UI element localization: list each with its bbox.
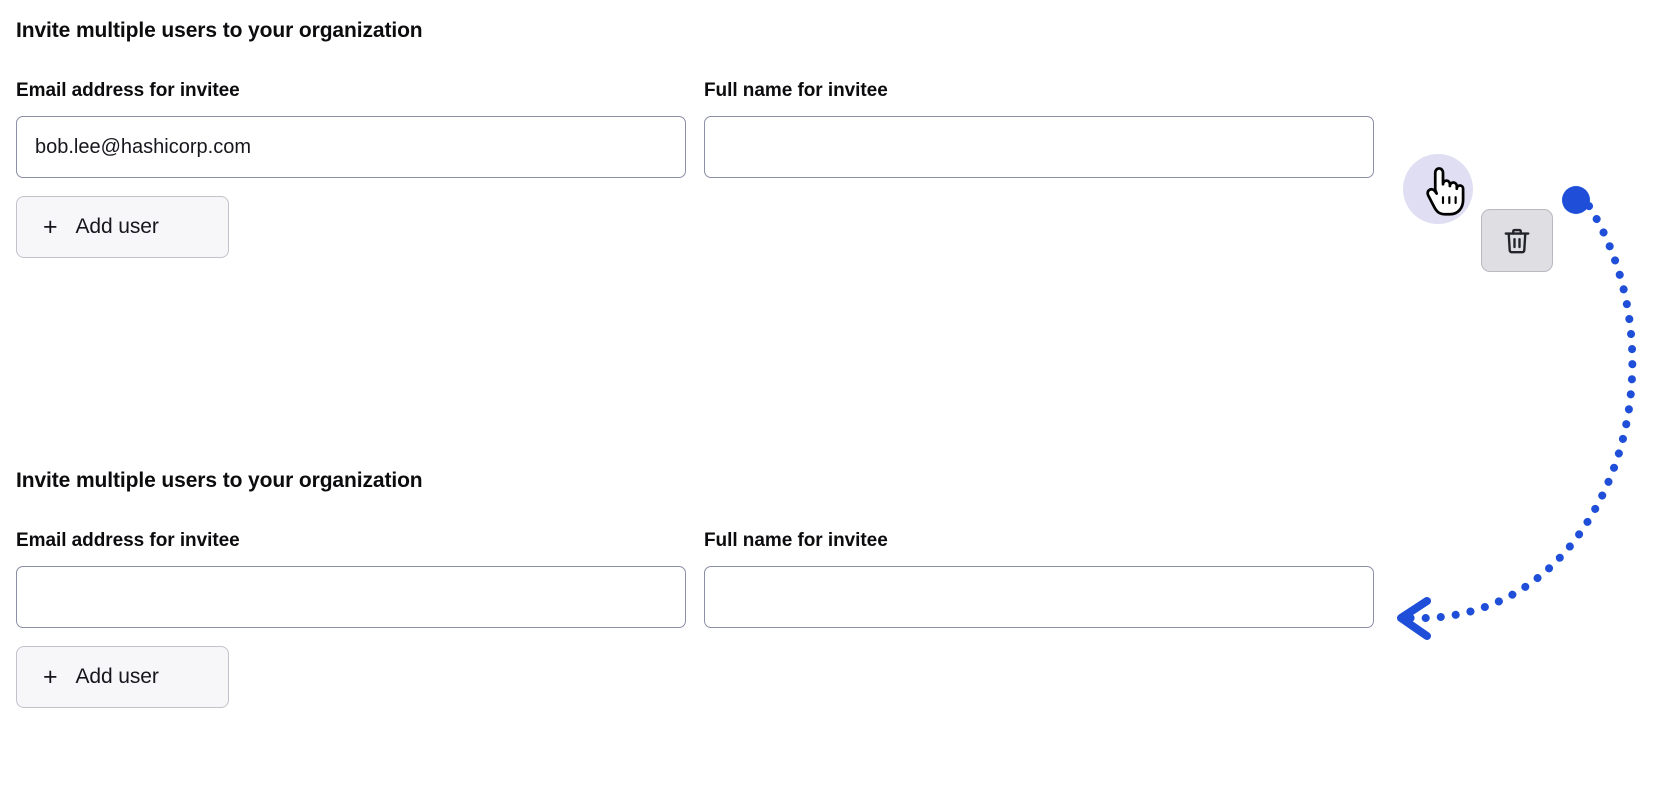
add-user-label-bottom: Add user	[75, 665, 159, 688]
email-input[interactable]	[16, 116, 686, 178]
add-user-label: Add user	[75, 215, 159, 238]
add-user-button-bottom[interactable]: + Add user	[16, 646, 229, 708]
trash-icon	[1502, 225, 1532, 257]
invite-row-bottom: Email address for invitee Full name for …	[0, 529, 1672, 628]
fullname-input-bottom[interactable]	[704, 566, 1374, 628]
email-field-group-bottom: Email address for invitee	[16, 529, 686, 628]
plus-icon: +	[43, 212, 58, 241]
add-user-button-top[interactable]: + Add user	[16, 196, 229, 258]
fullname-field-label: Full name for invitee	[704, 80, 888, 101]
email-input-bottom[interactable]	[16, 566, 686, 628]
page-title-secondary: Invite multiple users to your organizati…	[16, 469, 423, 492]
fullname-field-label-bottom: Full name for invitee	[704, 530, 888, 551]
fullname-input[interactable]	[704, 116, 1374, 178]
invite-section-top: Invite multiple users to your organizati…	[0, 18, 1672, 272]
plus-icon-bottom: +	[43, 662, 58, 691]
page-title: Invite multiple users to your organizati…	[16, 19, 423, 42]
email-field-label: Email address for invitee	[16, 80, 240, 101]
invite-section-bottom: Invite multiple users to your organizati…	[0, 468, 1672, 708]
invite-row-top: Email address for invitee Full name for …	[0, 79, 1672, 272]
email-field-label-bottom: Email address for invitee	[16, 530, 240, 551]
fullname-field-group-bottom: Full name for invitee	[704, 529, 1374, 628]
delete-invitee-button[interactable]	[1481, 209, 1553, 272]
email-field-group: Email address for invitee	[16, 79, 686, 178]
fullname-field-group: Full name for invitee	[704, 79, 1374, 178]
